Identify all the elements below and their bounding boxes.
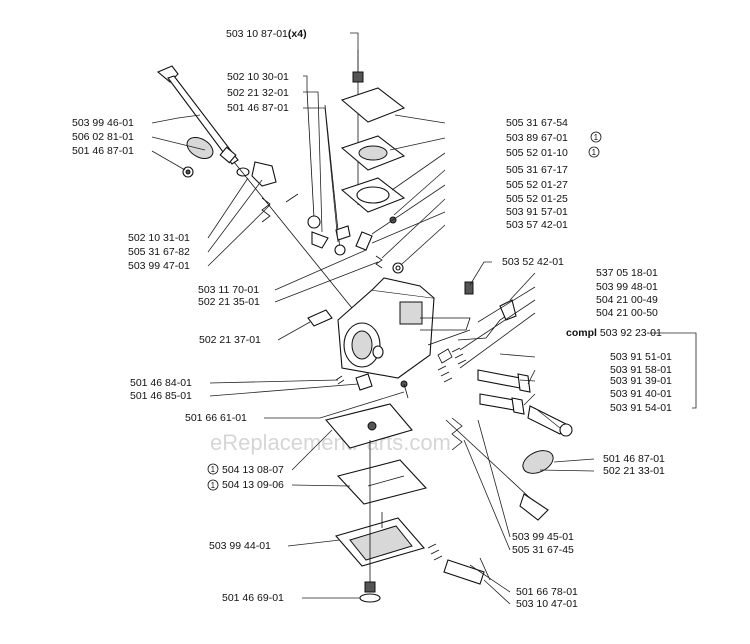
leader-lines (151, 32, 697, 605)
watermark: eReplacementParts.com (210, 430, 451, 455)
part-label: 503 57 42-01 (506, 219, 568, 231)
part-label: 503 52 42-01 (502, 256, 564, 268)
part-label: 502 21 33-01 (603, 465, 665, 477)
part-label: 501 46 84-01 (130, 377, 192, 389)
metering-stack (325, 403, 428, 603)
bottom-adjust-screw (427, 543, 491, 585)
part-label: 503 91 57-01 (506, 206, 568, 218)
throttle-shaft-assembly (156, 65, 361, 319)
part-label: 503 10 47-01 (516, 598, 578, 610)
parts-drawing (156, 50, 573, 603)
part-label: 505 52 01-27 (506, 179, 568, 191)
part-label: 503 99 47-01 (128, 260, 190, 272)
part-label: 501 46 87-01 (227, 102, 289, 114)
choke-shaft-parts (306, 89, 351, 256)
part-label: 503 91 39-01 (610, 375, 672, 387)
circle-mark-4: 1 (211, 481, 216, 490)
part-label: 506 02 81-01 (72, 131, 134, 143)
part-label: 501 46 85-01 (130, 390, 192, 402)
circled-markers: 1 1 1 1 (207, 131, 602, 491)
needle-screws (355, 231, 474, 295)
left-small-parts (307, 309, 409, 399)
part-label: 503 99 46-01 (72, 117, 134, 129)
part-label: 505 31 67-45 (512, 544, 574, 556)
part-label: 505 31 67-17 (506, 164, 568, 176)
part-label: 501 66 78-01 (516, 586, 578, 598)
circle-mark-1: 1 (594, 133, 599, 142)
part-label: 505 52 01-10 (506, 147, 568, 159)
part-label: 505 52 01-25 (506, 193, 568, 205)
part-label: 503 99 45-01 (512, 531, 574, 543)
part-label: 501 46 69-01 (222, 592, 284, 604)
circle-mark-3: 1 (211, 465, 216, 474)
part-label: 504 21 00-49 (596, 294, 658, 306)
part-label: 504 13 09-06 (222, 479, 284, 491)
part-label: 501 66 61-01 (185, 412, 247, 424)
part-label: 503 11 70-01 (198, 284, 259, 296)
carburetor-body (337, 277, 471, 379)
part-label: 503 91 51-01 (610, 351, 672, 363)
part-label: 503 91 40-01 (610, 388, 672, 400)
part-label: 505 31 67-54 (506, 117, 568, 129)
part-label: 503 99 48-01 (596, 281, 658, 293)
pump-cover-stack (340, 50, 406, 224)
part-label: 502 21 35-01 (198, 296, 260, 308)
part-label: 502 21 37-01 (199, 334, 261, 346)
part-label: 537 05 18-01 (596, 267, 658, 279)
part-label: 505 31 67-82 (128, 246, 190, 258)
part-label: 501 46 87-01 (603, 453, 665, 465)
part-label: 502 21 32-01 (227, 87, 289, 99)
throttle-disc (445, 417, 554, 521)
part-label: 504 21 00-50 (596, 307, 658, 319)
part-label: 503 91 54-01 (610, 402, 672, 414)
part-label: 502 10 30-01 (227, 71, 289, 83)
part-label: 502 10 31-01 (128, 232, 190, 244)
part-label: 503 91 58-01 (610, 364, 672, 376)
circle-mark-2: 1 (592, 148, 597, 157)
part-label: 504 13 08-07 (222, 464, 284, 476)
adjustment-needles (437, 299, 573, 437)
part-label: 503 99 44-01 (209, 540, 271, 552)
part-label: 503 10 87-01(x4) (226, 28, 307, 40)
part-labels: 503 10 87-01(x4) 502 10 30-01 502 21 32-… (72, 28, 672, 610)
part-label: 501 46 87-01 (72, 145, 134, 157)
part-label: 503 89 67-01 (506, 132, 568, 144)
